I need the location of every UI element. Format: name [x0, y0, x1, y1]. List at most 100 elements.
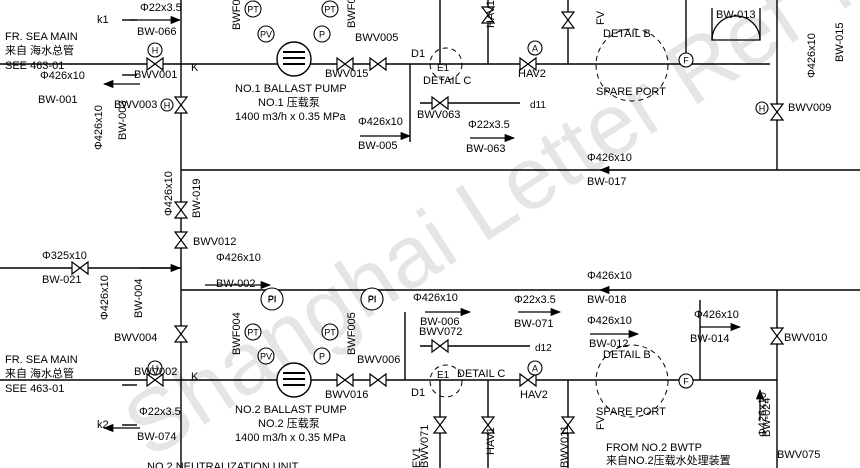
a-bot-instrument-text: A: [532, 364, 538, 374]
k-top-label: K: [191, 62, 199, 74]
h-top-instrument: [147, 42, 163, 58]
e1-bot-label: E1: [437, 370, 450, 381]
bwv063-valve: [431, 95, 449, 111]
valve-bwv010-label: BWV010: [784, 332, 827, 344]
detail-c-bot-label: DETAIL C: [457, 368, 505, 380]
pi-a-instrument-text: PI: [268, 295, 277, 305]
valve-hav2-bot-label: HAV2: [520, 389, 548, 401]
a-top-instrument-text: A: [532, 44, 538, 54]
pt-top2-instrument-text: PT: [324, 5, 336, 15]
pipe-426-015-label: Φ426x10: [806, 33, 818, 78]
d1-bot-label: D1: [411, 387, 425, 399]
pipe-426-004-label: Φ426x10: [99, 275, 111, 320]
from-bwtp-cn-label: 来自NO.2压载水处理装置: [606, 454, 731, 467]
pipe-bw063-label: BW-063: [466, 143, 506, 155]
inst-pi-a-label: PI: [268, 294, 277, 304]
pipe-bw018-label: BW-018: [587, 294, 627, 306]
h-left-instrument-text: H: [164, 101, 171, 111]
bwv019-valve: [173, 201, 189, 219]
pipe-22-bot-label: Φ22x3.5: [139, 406, 181, 418]
bwv072-valve: [431, 338, 449, 354]
valve-hav2-top-label: HAV2: [518, 68, 546, 80]
tag-ev1-label: EV1: [411, 447, 423, 468]
pipe-426-002-label: Φ426x10: [216, 252, 261, 264]
valve-bwv071-label: BWV071: [419, 425, 431, 468]
bwv009-valve: [769, 103, 785, 121]
detail-c-top-label: DETAIL C: [423, 75, 471, 87]
valve-bwv063-label: BWV063: [417, 109, 460, 121]
neutral-label: NO.2 NEUTRALIZATION UNIT: [147, 461, 299, 468]
sea-main-bot-label: FR. SEA MAIN: [5, 354, 78, 366]
pipe-bw015-label: BW-015: [834, 22, 846, 62]
a-bot-instrument: [527, 360, 543, 376]
spare-top-label: SPARE PORT: [596, 86, 666, 98]
bwv004-valve: [173, 325, 189, 343]
fv-bot-valve: [560, 416, 576, 434]
bw021-valve: [71, 260, 89, 276]
pipe-bw017-label: BW-017: [587, 176, 627, 188]
pv-bot-instrument-text: PV: [260, 352, 272, 362]
pipe-bw012-label: BW-012: [589, 338, 629, 350]
valve-bwv006-label: BWV006: [357, 354, 400, 366]
pt-bot-instrument: [244, 323, 262, 341]
bwv006-valve: [369, 372, 387, 388]
tag-bwf004-label: BWF004: [231, 312, 243, 355]
valve-bwv009-label: BWV009: [788, 102, 831, 114]
pipe-426-017-label: Φ426x10: [587, 152, 632, 164]
valve-bwv016-label: BWV016: [325, 389, 368, 401]
bwv071-valve: [432, 416, 448, 434]
tag-bwf00-top-label: BWF00: [346, 0, 358, 28]
pipe-bw066-label: BW-066: [137, 26, 177, 38]
bwv016-valve: [336, 372, 354, 388]
h-bot-instrument-text: H: [152, 364, 159, 374]
pipe-bw002-label: BW-002: [216, 278, 256, 290]
pv-top-instrument-text: PV: [260, 30, 272, 40]
valve-bwv011-label: BWV011: [559, 425, 571, 468]
valve-hav1-top-label: HAV1: [485, 0, 497, 28]
pipe-bw071-label: BW-071: [514, 318, 554, 330]
h-right-instrument: [755, 101, 769, 115]
sea-main-top-cn-label: 来自 海水总管: [5, 43, 74, 57]
pipe-bw004-label: BW-004: [133, 278, 145, 318]
p-top-instrument-text: P: [319, 30, 325, 40]
f-top-instrument-text: F: [683, 56, 689, 66]
valve-bwv005-label: BWV005: [355, 32, 398, 44]
bwv005-valve: [369, 56, 387, 72]
bwv012-valve: [173, 231, 189, 249]
valve-bwv072-label: BWV072: [419, 326, 462, 338]
pi-b-instrument: [360, 287, 384, 311]
pv-bot-instrument: [257, 347, 275, 365]
pipe-22-top-label: Φ22x3.5: [140, 2, 182, 14]
pump1-title-label: NO.1 BALLAST PUMP: [235, 83, 347, 95]
pi-a-instrument: [260, 287, 284, 311]
pt-top-instrument: [244, 0, 262, 18]
pump2-cn-label: NO.2 压载泵: [258, 417, 320, 430]
see-top-label: SEE 463-01: [5, 60, 64, 72]
pipe-426-019-label: Φ426x10: [163, 171, 175, 216]
tag-bwf005-label: BWF005: [346, 312, 358, 355]
fv-top-valve: [560, 11, 576, 29]
bwv010-valve: [769, 327, 785, 345]
d1-top-label: D1: [411, 48, 425, 60]
pt-bot2-instrument-text: PT: [324, 328, 336, 338]
valve-bwv001-label: BWV001: [134, 69, 177, 81]
valve-hav1-bot-label: HAV1: [485, 427, 497, 455]
pipe-426-014-label: Φ426x10: [694, 309, 739, 321]
a-top-instrument: [527, 40, 543, 56]
valve-bwv002-label: BWV002: [134, 366, 177, 378]
k2-label: k2: [97, 419, 109, 431]
valve-fv-top-label: FV: [595, 10, 607, 25]
pipe-22-071-label: Φ22x3.5: [514, 294, 556, 306]
h-bot-instrument: [147, 360, 163, 376]
hav1-top-valve: [480, 6, 496, 24]
p-bot-instrument-text: P: [319, 352, 325, 362]
hav2-bot-valve: [519, 372, 537, 388]
pipe-22-mid-label: Φ22x3.5: [468, 119, 510, 131]
inst-pi-b-label: PI: [368, 294, 377, 304]
pump2-spec-label: 1400 m3/h x 0.35 MPa: [235, 432, 347, 444]
valve-bwv003-label: BWV003: [114, 99, 157, 111]
tag-bwf0-top-label: BWF0: [231, 0, 243, 30]
sea-main-bot-cn-label: 来自 海水总管: [5, 366, 74, 380]
detail-b-top-label: DETAIL B: [603, 28, 651, 40]
